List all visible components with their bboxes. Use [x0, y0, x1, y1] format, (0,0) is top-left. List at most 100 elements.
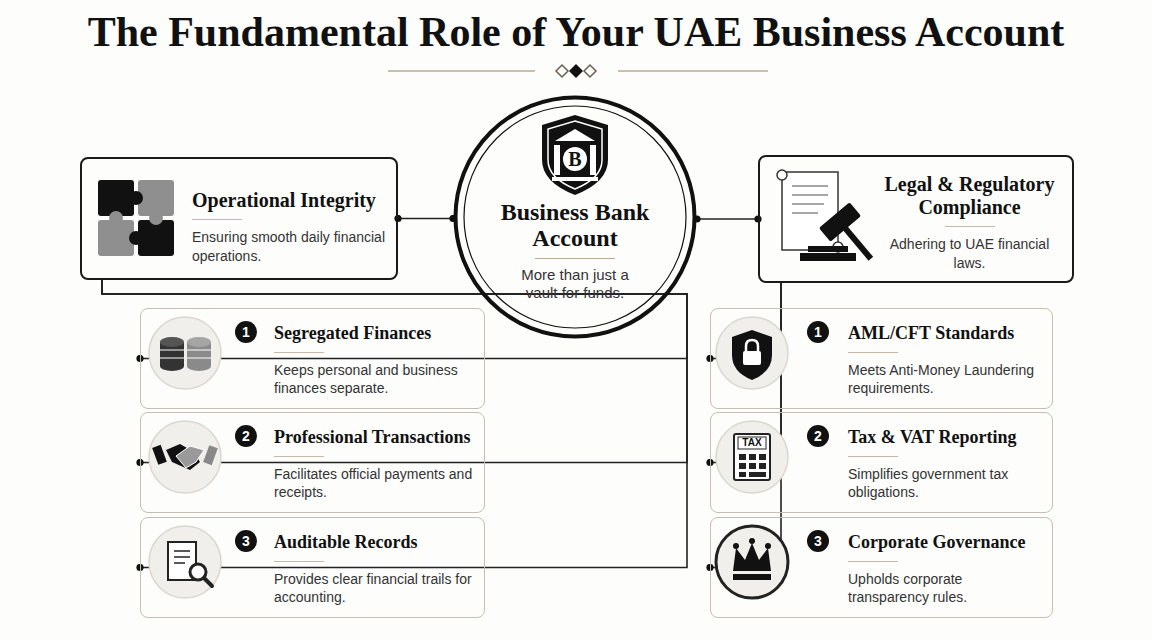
- puzzle-icon: [129, 231, 143, 245]
- node-heading: Legal & Regulatory Compliance: [875, 173, 1064, 219]
- handshake-icon: [152, 445, 167, 465]
- bank-shield-logo: [590, 145, 596, 175]
- title: The Fundamental Role of Your UAE Busines…: [0, 8, 1152, 56]
- icon-discs: [149, 317, 788, 598]
- scroll-gavel-icon: [792, 185, 828, 187]
- bank-shield-logo: [563, 147, 587, 171]
- bank-shield-logo: [555, 129, 595, 141]
- handshake-icon: [152, 444, 218, 470]
- callout-number: 2: [235, 425, 257, 447]
- coins-icon: [187, 350, 211, 351]
- node-body: Provides clear financial trails for acco…: [274, 561, 476, 608]
- callout-number: 1: [235, 321, 257, 343]
- connector: [697, 218, 758, 220]
- tax-calculator-icon: [759, 454, 766, 460]
- node-body: Adhering to UAE financial laws.: [875, 226, 1064, 273]
- bank-shield-logo: [552, 177, 598, 181]
- coins-icon: [187, 358, 211, 359]
- item-box: Segregated FinancesKeeps personal and bu…: [140, 308, 485, 409]
- crown-icon: [733, 574, 771, 580]
- item-box: Auditable RecordsProvides clear financia…: [140, 517, 485, 618]
- lock-shield-icon: [732, 330, 772, 380]
- scroll-gavel-icon: [777, 170, 787, 180]
- icon-discs: [716, 421, 788, 493]
- item-box: Corporate GovernanceUpholds corporate tr…: [710, 517, 1053, 618]
- puzzle-icon: [138, 220, 174, 256]
- bank-shield-logo: [548, 121, 602, 189]
- node-heading: Business Bank Account: [475, 199, 675, 252]
- connector-layer: [102, 219, 781, 568]
- callout-number: 2: [807, 425, 829, 447]
- title-divider: [584, 65, 596, 77]
- scroll-gavel-icon: [808, 246, 848, 252]
- crown-icon: [749, 538, 755, 544]
- scroll-gavel-icon: [792, 203, 824, 205]
- crown-icon: [733, 543, 739, 549]
- connector: [398, 218, 453, 220]
- tax-calculator-icon: [749, 454, 756, 460]
- coins-icon: [187, 361, 211, 371]
- coins-icon: [160, 361, 184, 371]
- tax-calculator-icon: [749, 463, 756, 469]
- tax-calculator-icon: [734, 434, 770, 480]
- icon-discs: [149, 317, 221, 389]
- scroll-gavel-icon: [792, 194, 828, 196]
- node-heading: Professional Transactions: [274, 427, 476, 449]
- inner-ring: [464, 106, 686, 328]
- scroll-gavel-icon: [800, 253, 856, 261]
- title-divider: [618, 70, 768, 72]
- node-body: Meets Anti-Money Laundering requirements…: [848, 352, 1044, 399]
- crown-icon: [733, 538, 771, 580]
- icon-discs: [716, 317, 788, 389]
- tax-calculator-icon: [739, 454, 746, 460]
- node-heading: Corporate Governance: [848, 532, 1044, 554]
- puzzle-icon: [138, 180, 174, 216]
- handshake-icon: [176, 446, 204, 468]
- logo-letter: B: [568, 149, 581, 169]
- puzzle-icon: [98, 180, 174, 256]
- item-box: Tax & VAT ReportingSimplifies government…: [710, 412, 1053, 513]
- tax-calculator-icon: [734, 434, 770, 480]
- lock-shield-icon: [746, 340, 758, 352]
- title-divider: [569, 64, 583, 78]
- node-heading: Segregated Finances: [274, 323, 476, 345]
- handshake-icon: [203, 445, 218, 465]
- crown-icon: [765, 543, 771, 549]
- lock-shield-icon: [743, 351, 761, 365]
- node-body: Upholds corporate transparency rules.: [848, 561, 1044, 608]
- title-divider: [556, 65, 568, 77]
- title-divider: [388, 64, 768, 78]
- pillar-box: Operational IntegrityEnsuring smooth dai…: [80, 157, 398, 280]
- pillar-box: Legal & Regulatory ComplianceAdhering to…: [758, 155, 1074, 283]
- node-heading: Auditable Records: [274, 532, 476, 554]
- item-box: Professional TransactionsFacilitates off…: [140, 412, 485, 513]
- lock-shield-icon: [732, 330, 772, 380]
- node-heading: AML/CFT Standards: [848, 323, 1044, 345]
- node-heading: Operational Integrity: [192, 189, 386, 212]
- node-body: Ensuring smooth daily financial operatio…: [192, 219, 386, 266]
- scroll-gavel-icon: [792, 212, 818, 214]
- puzzle-icon: [129, 191, 143, 205]
- tax-calculator-icon: [759, 463, 766, 469]
- tax-calculator-icon: [739, 463, 746, 469]
- tax-calculator-icon: [749, 472, 766, 477]
- connector: [102, 280, 687, 568]
- crown-icon: [733, 543, 771, 571]
- bank-shield-logo: [542, 115, 608, 195]
- document-magnifier-icon: [204, 578, 212, 586]
- document-magnifier-icon: [174, 556, 190, 558]
- callout-number: 3: [807, 530, 829, 552]
- icon-discs: [149, 526, 221, 598]
- tax-calculator-icon: [739, 472, 746, 477]
- coins-icon: [160, 358, 184, 359]
- callout-number: 3: [235, 530, 257, 552]
- coins-icon: [160, 350, 184, 351]
- node-body: Keeps personal and business finances sep…: [274, 352, 476, 399]
- title-divider: [388, 70, 535, 72]
- puzzle-icon: [98, 220, 134, 256]
- document-magnifier-icon: [174, 562, 185, 564]
- node-heading: Tax & VAT Reporting: [848, 427, 1044, 449]
- item-box: AML/CFT StandardsMeets Anti-Money Launde…: [710, 308, 1053, 409]
- icon-discs: [716, 526, 788, 598]
